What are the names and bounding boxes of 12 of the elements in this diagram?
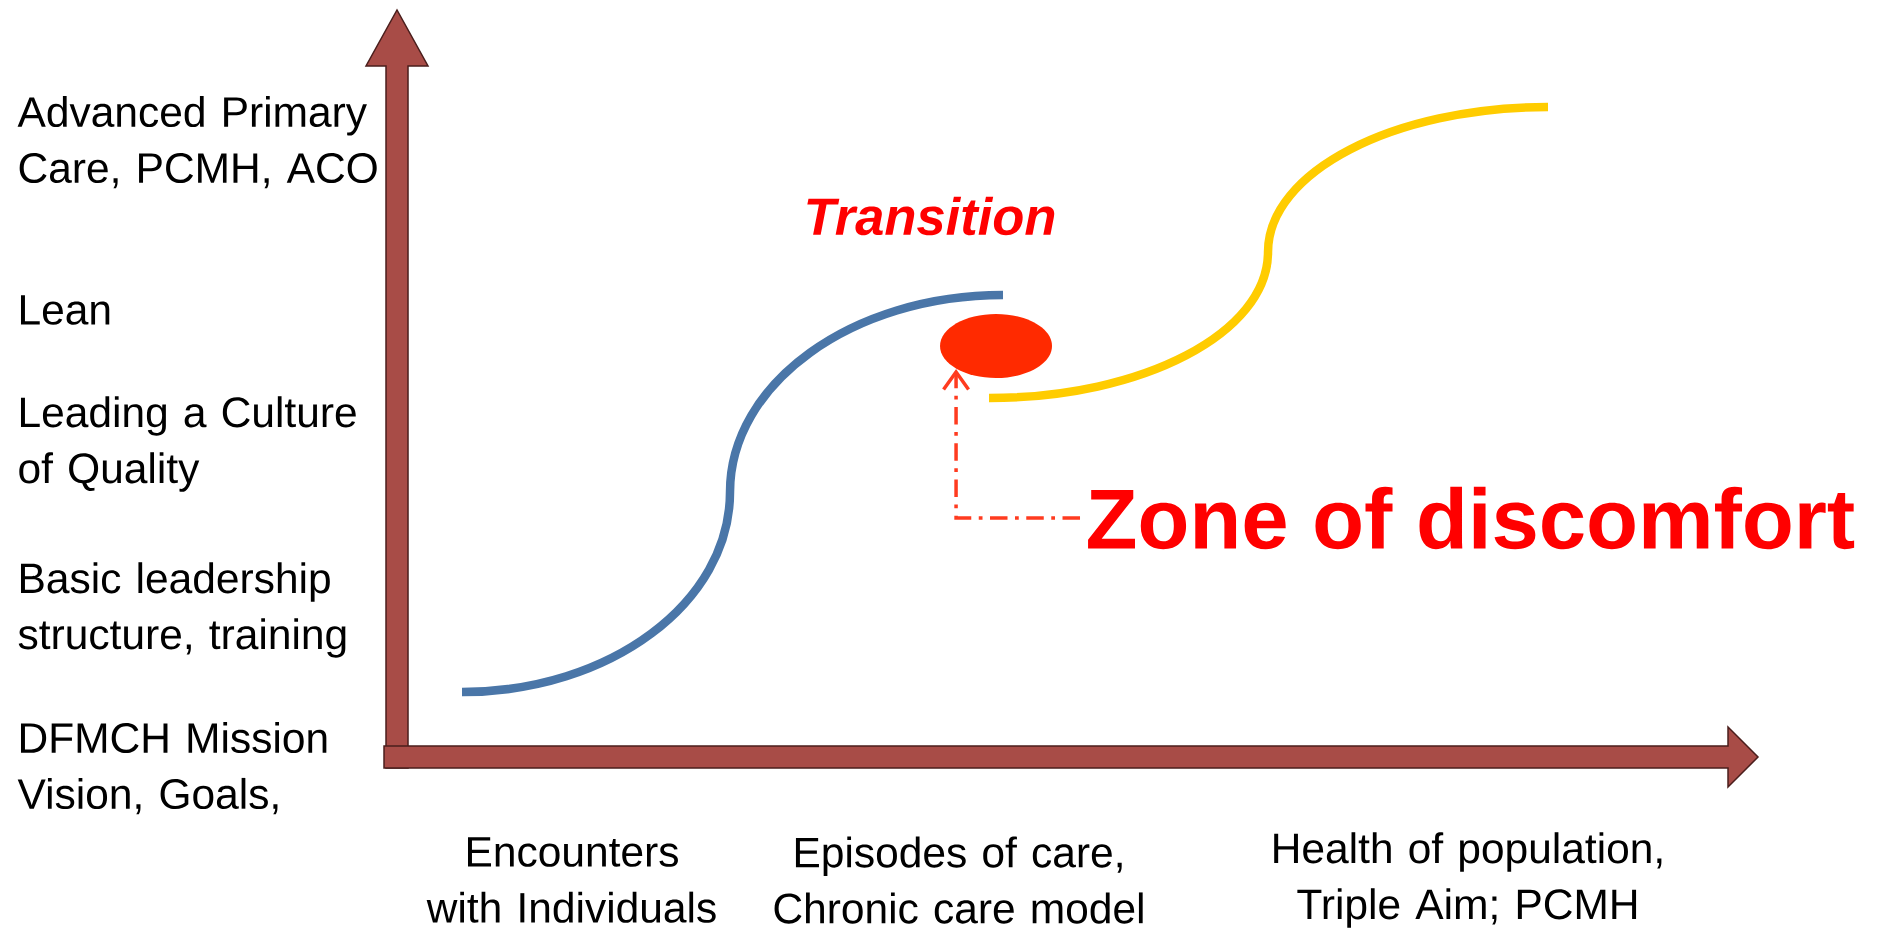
blob-ellipse [940,314,1052,378]
axis-label: Encounters with Individuals [426,837,716,923]
axis-label: Episodes of care, Chronic care model [774,836,1143,924]
arrow [942,369,1080,520]
axis-label: Lean [21,295,110,325]
axis-label: DFMCH Mission Vision, Goals, [17,721,327,815]
axis-label: Leading a Culture of Quality [19,396,356,492]
zone-label: Zone of discomfort [1088,486,1855,550]
axis-label: Advanced Primary Care, PCMH, ACO [17,95,377,189]
transition-label: Transition [807,196,1055,236]
axis-label: Health of population, Triple Aim; PCMH [1274,832,1662,928]
axis-label: Basic leadership structure, training [18,562,346,658]
